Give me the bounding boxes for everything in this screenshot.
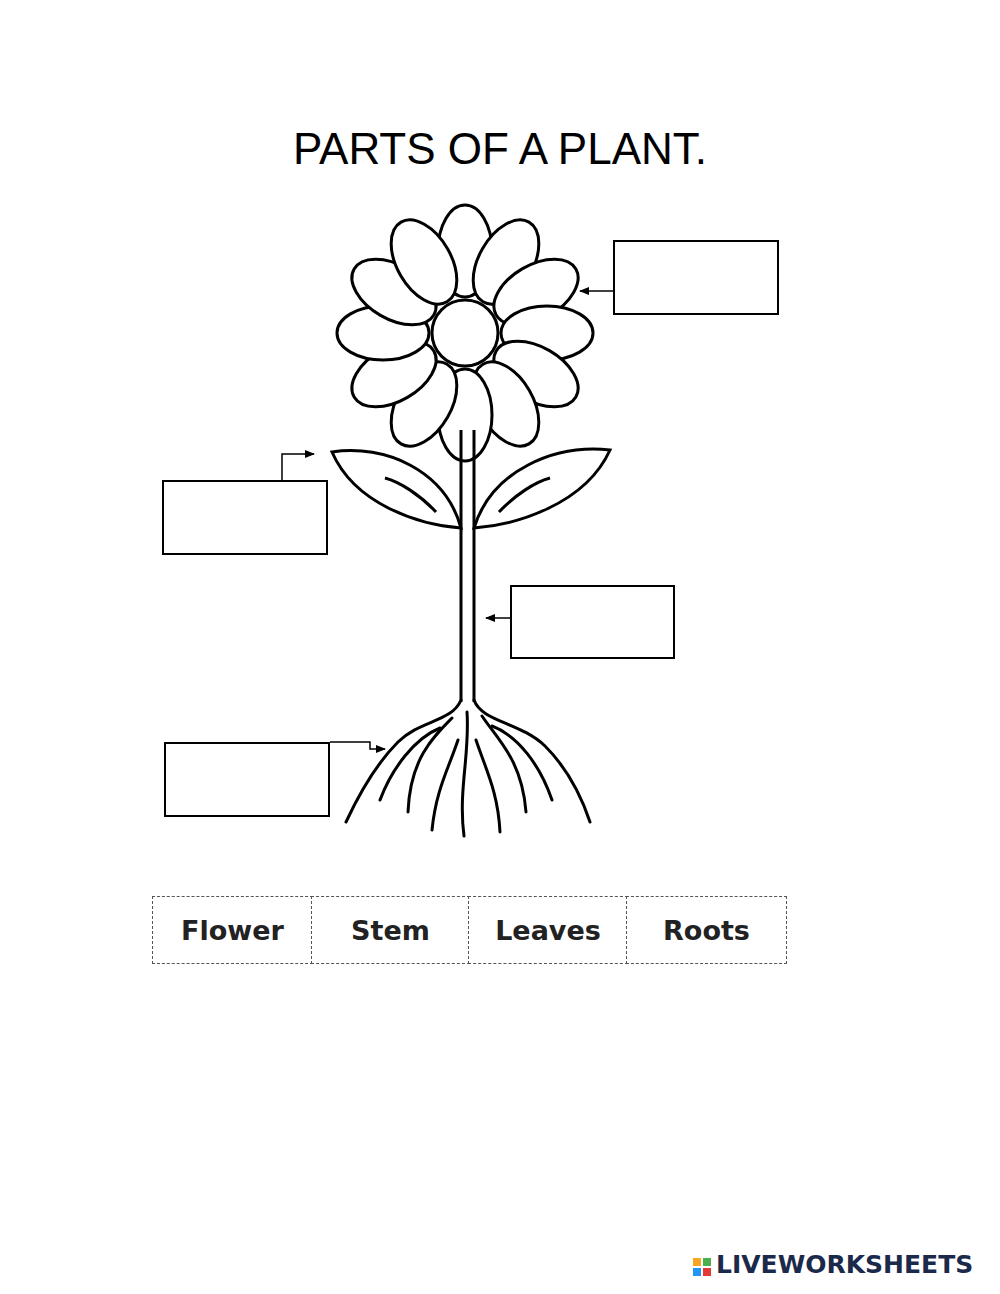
word-bank-cell: Flower — [152, 896, 313, 964]
petal — [378, 209, 471, 316]
word-bank-cell: Leaves — [468, 896, 628, 964]
word-bank-cell: Roots — [626, 896, 787, 964]
word-bank-word: Leaves — [495, 915, 601, 946]
worksheet-title: PARTS OF A PLANT. — [0, 124, 1000, 174]
stem-line — [473, 430, 476, 702]
word-bank-word: Flower — [181, 915, 284, 946]
leaf-right — [474, 449, 610, 528]
stem-line — [460, 430, 463, 702]
leaf-left — [332, 451, 461, 528]
watermark-text: LIVEWORKSHEETS — [716, 1250, 973, 1279]
leader-arrows — [282, 291, 614, 749]
flower-petals — [337, 205, 593, 461]
leaf-vein — [499, 478, 550, 512]
roots — [346, 700, 590, 836]
leaf-vein — [385, 478, 436, 512]
word-bank-word: Roots — [663, 915, 750, 946]
flower-center — [432, 300, 498, 366]
answer-boxes — [163, 241, 778, 816]
watermark-logo — [693, 1258, 711, 1276]
word-bank-word: Stem — [351, 915, 430, 946]
word-bank-cell: Stem — [311, 896, 470, 964]
